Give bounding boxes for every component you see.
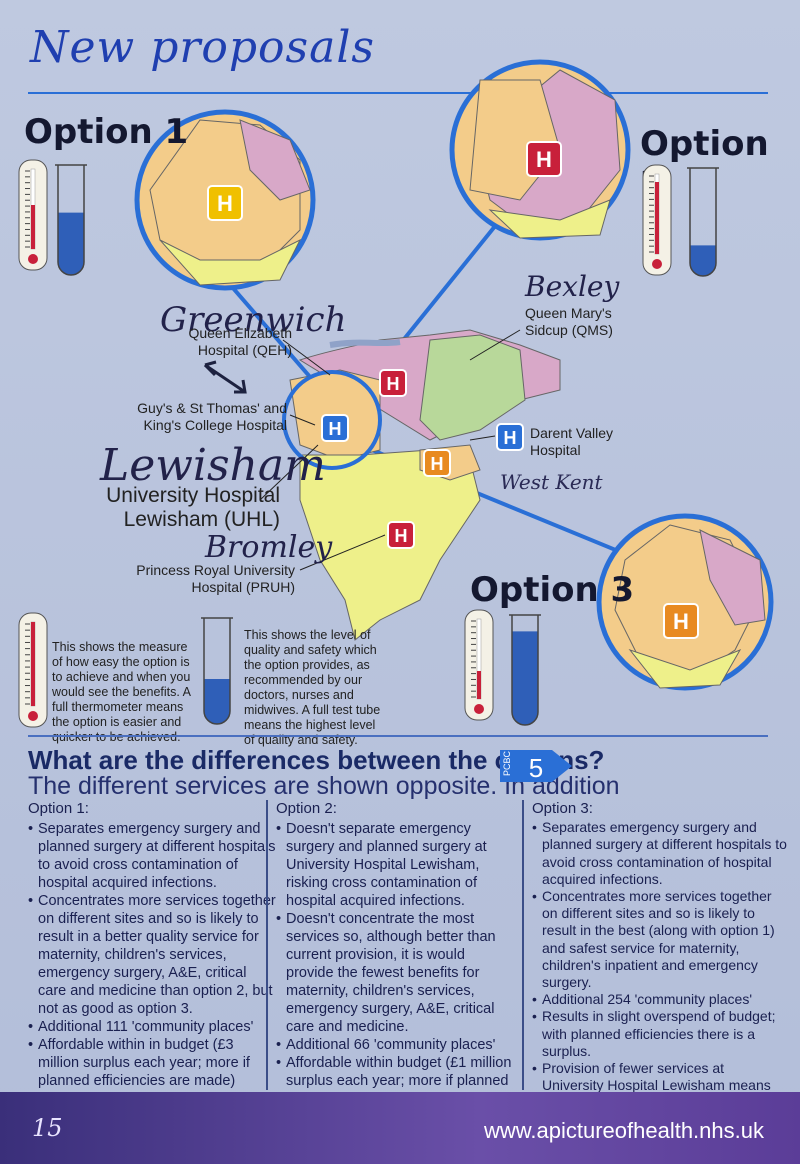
option1-map-circle: H [134, 109, 316, 291]
bullet-item: Concentrates more services together on d… [532, 888, 788, 991]
label-qms: Queen Mary's Sidcup (QMS) [525, 305, 613, 338]
option2-map-circle: H [449, 59, 631, 241]
bullet-item: Additional 254 'community places' [532, 991, 788, 1008]
lewisham-highlight-circle [282, 370, 382, 470]
svg-text:H: H [504, 428, 517, 448]
option2-test-tube-icon [687, 167, 719, 277]
hospital-marker-darent: H [496, 423, 524, 451]
svg-text:H: H [536, 147, 552, 172]
badge-text: PCBC [502, 750, 512, 776]
bullet-item: Affordable within in budget (£3 million … [28, 1036, 276, 1090]
label-pruh: Princess Royal University Hospital (PRUH… [136, 562, 295, 595]
bullet-item: Doesn't concentrate the most services so… [276, 910, 516, 1036]
footer-url-link[interactable]: www.apictureofhealth.nhs.uk [483, 1118, 764, 1143]
bullet-item: Additional 111 'community places' [28, 1018, 276, 1036]
page-heading: New proposals [30, 22, 375, 73]
column-divider [522, 800, 524, 1090]
option3-test-tube-icon [509, 614, 541, 726]
hospital-marker-uhl: H [321, 414, 349, 442]
bullet-item: Additional 66 'community places' [276, 1036, 516, 1054]
option3-map-circle: H [596, 513, 774, 691]
option1-column: Option 1: Separates emergency surgery an… [28, 800, 276, 1108]
label-bexley: Bexley [525, 270, 620, 303]
option1-test-tube-icon [55, 164, 87, 276]
options-map-graphic: H H H H H H H H [134, 59, 774, 691]
svg-text:H: H [387, 374, 400, 394]
pcbc-badge: PCBC 5 [500, 750, 572, 783]
bullet-item: Separates emergency surgery and planned … [532, 819, 788, 888]
label-greenwich: Greenwich [160, 300, 347, 340]
option1-label: Option 1 [24, 112, 189, 152]
option1-column-title: Option 1: [28, 800, 89, 817]
option3-column-title: Option 3: [532, 800, 593, 817]
option1-thermometer-icon [18, 159, 48, 271]
label-uhl: University Hospital Lewisham (UHL) [106, 484, 280, 531]
option2-thermometer-icon [642, 164, 672, 276]
bullet-item: Concentrates more services together on d… [28, 892, 276, 1018]
option3-thermometer-icon [464, 609, 494, 721]
label-west-kent: West Kent [500, 470, 603, 494]
legend-test-tube-icon [201, 617, 233, 725]
badge-number: 5 [529, 753, 543, 783]
page-number: 15 [32, 1114, 63, 1142]
section-rule [28, 735, 768, 737]
svg-text:H: H [217, 191, 233, 216]
bullet-item: Results in slight overspend of budget; w… [532, 1008, 788, 1060]
legend-thermometer-icon [18, 612, 48, 728]
column-divider [266, 800, 268, 1090]
label-darent: Darent Valley Hospital [530, 425, 614, 458]
svg-text:H: H [673, 609, 689, 634]
option2-column-title: Option 2: [276, 800, 337, 817]
svg-text:H: H [395, 526, 408, 546]
label-bromley: Bromley [205, 530, 333, 565]
label-guys-kings: Guy's & St Thomas' and King's College Ho… [137, 400, 287, 433]
hospital-marker-qeh: H [379, 369, 407, 397]
option1-list: Separates emergency surgery and planned … [28, 820, 276, 1108]
svg-text:H: H [329, 419, 342, 439]
bullet-item: Separates emergency surgery and planned … [28, 820, 276, 892]
hospital-marker-qms: H [423, 449, 451, 477]
heading-rule [28, 92, 768, 94]
legend-thermometer-text: This shows the measure of how easy the o… [52, 640, 191, 744]
svg-text:H: H [431, 454, 444, 474]
hospital-marker-pruh: H [387, 521, 415, 549]
bullet-item: Doesn't separate emergency surgery and p… [276, 820, 516, 910]
label-qeh: Queen Elizabeth Hospital (QEH) [188, 325, 292, 358]
label-lewisham: Lewisham [100, 440, 326, 491]
footer-bar: 15 www.apictureofhealth.nhs.uk [0, 1092, 800, 1164]
option3-label: Option 3 [470, 570, 635, 610]
legend-tube-text: This shows the level of quality and safe… [244, 628, 381, 747]
gauges-layer [18, 159, 719, 728]
